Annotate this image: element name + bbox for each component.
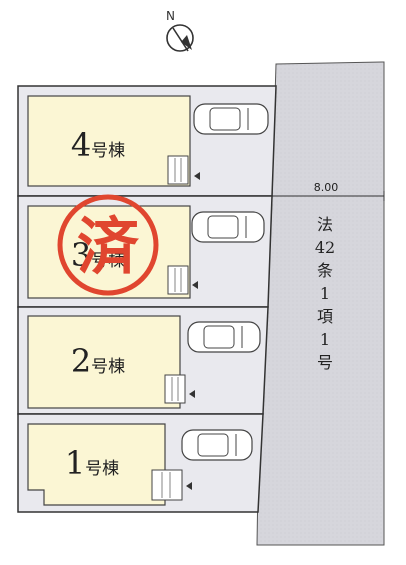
road-law-char: 号 [317,353,333,372]
building-2-number: 2 [71,342,91,380]
building-2-suffix: 号棟 [91,357,125,377]
road-law-char: 42 [315,238,335,257]
car-2-icon [187,321,261,353]
building-1-label: 1号棟 [65,444,119,482]
sold-stamp-label: 済 [77,210,140,283]
building-3-suffix: 号棟 [91,251,125,271]
entrance-1 [151,469,183,501]
building-3 [27,205,191,299]
building-1 [27,423,166,506]
car-3-icon [191,211,265,243]
lot-1: 1号棟 [17,413,264,513]
lot-3: 3号棟 [17,195,273,308]
road-law-char: 1 [320,330,330,349]
building-3-label: 3号棟 [71,236,125,274]
lot-2: 2号棟 [17,306,269,415]
road-law-label: 法 42 条 1 項 1 号 [315,215,335,372]
north-label: N [166,9,175,23]
building-1-suffix: 号棟 [85,459,119,479]
building-4-label: 4号棟 [71,126,125,164]
road-law-char: 1 [320,284,330,303]
car-1-icon [181,429,253,461]
entrance-3 [167,265,189,295]
road-law-char: 項 [317,307,333,326]
road-law-char: 条 [317,261,333,280]
building-2-label: 2号棟 [71,342,125,380]
road-law-char: 法 [317,215,333,234]
entrance-2 [164,374,186,404]
sold-stamp: 済 [57,194,159,296]
building-4-number: 4 [71,126,91,164]
car-4-icon [193,103,269,135]
lot-4: 4号棟 [17,85,277,197]
building-4 [27,95,191,187]
building-1-number: 1 [65,444,85,482]
building-2 [27,315,181,409]
entrance-4 [167,155,189,185]
road-width-label: 8.00 [314,181,339,194]
road-width-dimension: 8.00 [271,181,385,201]
north-arrow-icon: N [166,9,194,52]
building-3-number: 3 [71,236,91,274]
building-4-suffix: 号棟 [91,141,125,161]
road [256,61,385,546]
